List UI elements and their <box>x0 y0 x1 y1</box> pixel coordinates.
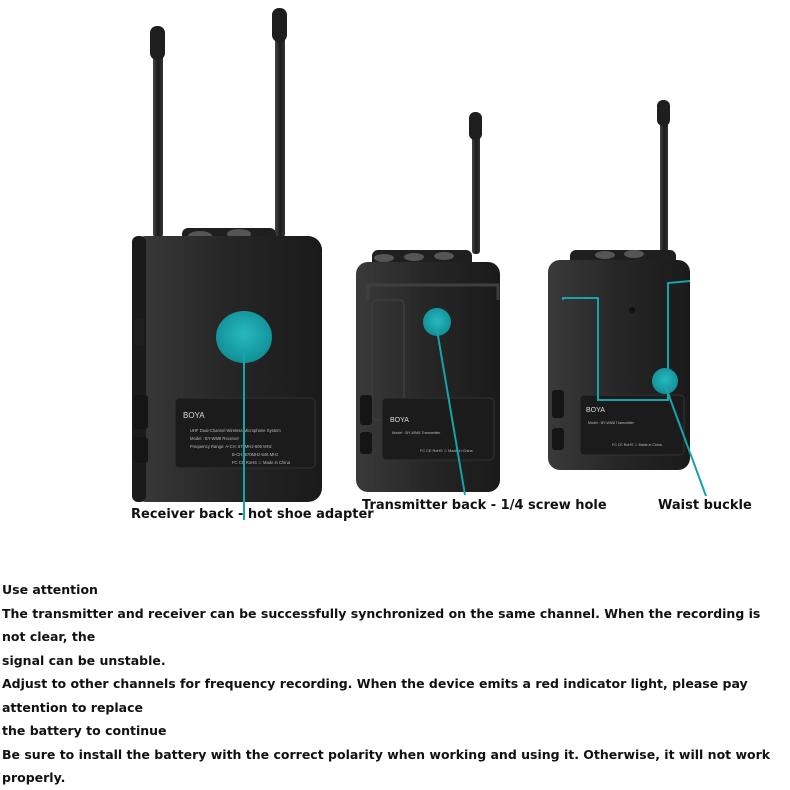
notes-line-4: the battery to continue <box>2 723 167 738</box>
receiver-label-model: Model : BY-WM8 Receiver <box>190 436 240 441</box>
transmitter-label-marks: FC CE RoHS ♲ Made in China <box>420 449 473 453</box>
receiver-label-freq-b: B-CH: 570MHz-546 MHz <box>232 452 278 457</box>
notes-title: Use attention <box>2 582 98 597</box>
screw-hole-highlight <box>423 308 451 336</box>
notes-line-3: Adjust to other channels for frequency r… <box>2 676 748 715</box>
transmitter-brand: BOYA <box>390 417 409 424</box>
transmitter-antenna <box>472 128 480 254</box>
waist-buckle-highlight <box>652 368 678 394</box>
transmitter-caption: Transmitter back - 1/4 screw hole <box>362 498 607 513</box>
receiver-brand: BOYA <box>183 411 205 420</box>
waist-device-brand: BOYA <box>586 407 605 414</box>
receiver-label-marks: FC CE RoHS ♲ Made in China <box>232 460 291 465</box>
usage-notes: Use attention The transmitter and receiv… <box>2 578 788 790</box>
waist-buckle-device <box>548 100 691 470</box>
receiver-antenna-right <box>275 30 285 238</box>
receiver-caption: Receiver back - hot shoe adapter <box>131 507 374 522</box>
waist-device-label-marks: FC CE RoHS ♲ Made in China <box>612 443 662 447</box>
product-photo: BOYA UHF Dual-Channel Wireless Microphon… <box>132 8 707 520</box>
notes-line-2: signal can be unstable. <box>2 652 166 668</box>
waist-device-label-model: Model : BY-WM8 Transmitter <box>588 421 635 425</box>
transmitter-pointer-line <box>436 329 466 496</box>
receiver-label-line1: UHF Dual-Channel Wireless Microphone Sys… <box>190 428 281 433</box>
notes-line-5: Be sure to install the battery with the … <box>2 746 771 786</box>
receiver-label-freq: Frequency Range: A-CH: 570MHz-606 MHz <box>190 444 272 449</box>
transmitter-label-model: Model : BY-WM8 Transmitter <box>392 431 441 435</box>
notes-line-1: The transmitter and receiver can be succ… <box>2 605 761 645</box>
waist-buckle-caption: Waist buckle <box>658 498 752 513</box>
hot-shoe-adapter-highlight <box>216 311 272 363</box>
waist-pointer-line <box>664 384 707 497</box>
transmitter-device <box>356 112 500 492</box>
receiver-antenna-left <box>153 48 163 238</box>
waist-device-antenna <box>660 116 668 266</box>
